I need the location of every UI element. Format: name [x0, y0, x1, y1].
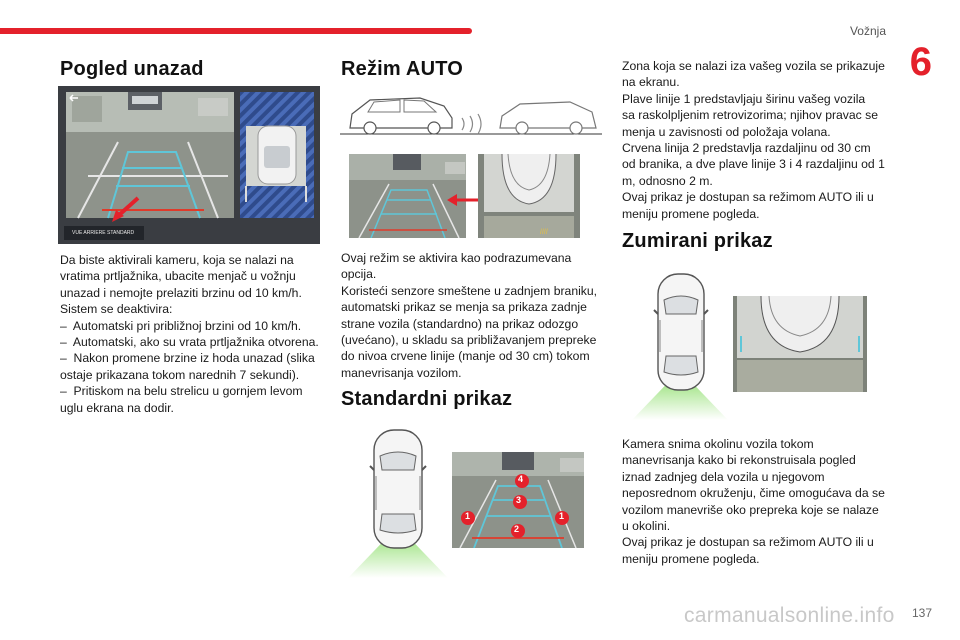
- text-line: Da biste aktivirali kameru, koja se nala…: [60, 253, 294, 267]
- marker-1-left: 1: [465, 511, 471, 521]
- car-top-with-zoom-cone-illustration: [632, 273, 728, 420]
- heading-zoomed-view: Zumirani prikaz: [622, 230, 773, 252]
- text-line: meniju promene pogleda.: [622, 551, 760, 566]
- zoomed-view-image: [733, 296, 867, 392]
- text-line: Ovaj režim se aktivira kao podrazumevana: [341, 251, 572, 265]
- text-line: unazad i nemojte prelaziti brzinu od 10 …: [60, 285, 302, 300]
- marker-3: 3: [516, 495, 522, 505]
- text-line: ostaje prikazana tokom narednih 7 sekund…: [60, 367, 300, 382]
- auto-mode-paragraph: Ovaj režim se aktivira kao podrazumevana…: [341, 250, 607, 381]
- zoomed-view-thumbnail: ////: [478, 154, 580, 238]
- text-line: neposrednom okruženju, čime omogućava da…: [622, 486, 885, 501]
- text-line: manevrisanja vozilom.: [341, 365, 462, 380]
- text-line: strane vozila (standardno) na prikaz odo…: [341, 316, 579, 331]
- text-line: meniju promene pogleda.: [622, 206, 760, 221]
- text-line: m, odnosno 2 m.: [622, 173, 713, 188]
- text-line: Plave linije 1 predstavljaju širinu vaše…: [622, 91, 866, 106]
- text-line: manevrisanja kako bi rekonstruisala pogl…: [622, 453, 856, 468]
- red-header-bar: [0, 28, 472, 34]
- rear-view-paragraph: Da biste aktivirali kameru, koja se nala…: [60, 252, 324, 416]
- section-name: Vožnja: [849, 24, 886, 38]
- text-line: vratima prtljažnika, ubacite menjač u vo…: [60, 269, 296, 284]
- text-line: u okolini.: [622, 519, 671, 534]
- text-line: uglu ekrana na dodir.: [60, 400, 174, 415]
- car-approach-illustration: [340, 97, 602, 135]
- text-line: Koristeći senzore smeštene u zadnjem bra…: [341, 283, 598, 298]
- text-line: automatski prikaz se menja sa prikaza za…: [341, 300, 587, 315]
- text-line: vozilom manevriše oko prepreka koje se n…: [622, 502, 879, 517]
- text-line: sa raskolpljenim retrovizorima; njihov p…: [622, 108, 879, 123]
- text-line: (uvećano), u skladu sa približavanjem pr…: [341, 333, 597, 348]
- text-line: iznad zadnjeg dela vozila u njegovom: [622, 469, 825, 484]
- car-top-with-camera-cone-illustration: [348, 429, 448, 578]
- text-line: – Nakon promene brzine iz hoda unazad (s…: [60, 351, 315, 366]
- text-line: Crvena linija 2 predstavlja razdaljinu o…: [622, 141, 871, 156]
- text-line: menja u zavisnosti od položaja volana.: [622, 124, 831, 139]
- text-line: Ovaj prikaz je dostupan sa režimom AUTO …: [622, 535, 874, 550]
- marker-4: 4: [518, 474, 524, 484]
- text-line: do nivoa crvene linije (manje od 30 cm) …: [341, 349, 590, 364]
- heading-standard-view: Standardni prikaz: [341, 388, 513, 410]
- text-line: Sistem se deaktivira:: [60, 302, 173, 317]
- page-number: 137: [911, 606, 932, 620]
- rear-camera-screen-illustration: [58, 86, 320, 244]
- standard-view-thumbnail: [349, 154, 466, 238]
- screen-caption: VUE ARRIERE STANDARD: [72, 230, 135, 236]
- standard-view-guides-image: 4 3 1 1 2: [452, 452, 584, 548]
- svg-text:////: ////: [540, 229, 548, 236]
- text-line: Ovaj prikaz je dostupan sa režimom AUTO …: [622, 190, 874, 205]
- text-line: na ekranu.: [622, 75, 680, 90]
- marker-1-right: 1: [559, 511, 565, 521]
- text-line: – Automatski pri približnoj brzini od 10…: [60, 318, 302, 333]
- heading-auto-mode: Režim AUTO: [341, 58, 464, 80]
- chapter-number: 6: [909, 40, 932, 84]
- heading-rear-view: Pogled unazad: [60, 58, 204, 80]
- rear-camera-screen-image: VUE ARRIERE STANDARD: [58, 86, 320, 244]
- marker-2: 2: [514, 524, 520, 534]
- zoomed-view-paragraph: Kamera snima okolinu vozila tokom manevr…: [622, 436, 894, 567]
- text-line: opcija.: [341, 267, 377, 282]
- text-line: Zona koja se nalazi iza vašeg vozila se …: [622, 59, 885, 73]
- standard-view-paragraph: Zona koja se nalazi iza vašeg vozila se …: [622, 58, 894, 222]
- text-line: Kamera snima okolinu vozila tokom: [622, 437, 814, 451]
- text-line: – Pritiskom na belu strelicu u gornjem l…: [60, 384, 303, 399]
- text-line: – Automatski, ako su vrata prtljažnika o…: [60, 335, 319, 350]
- text-line: od branika, a dve plave linije 3 i 4 raz…: [622, 157, 885, 172]
- watermark: carmanualsonline.info: [684, 604, 895, 627]
